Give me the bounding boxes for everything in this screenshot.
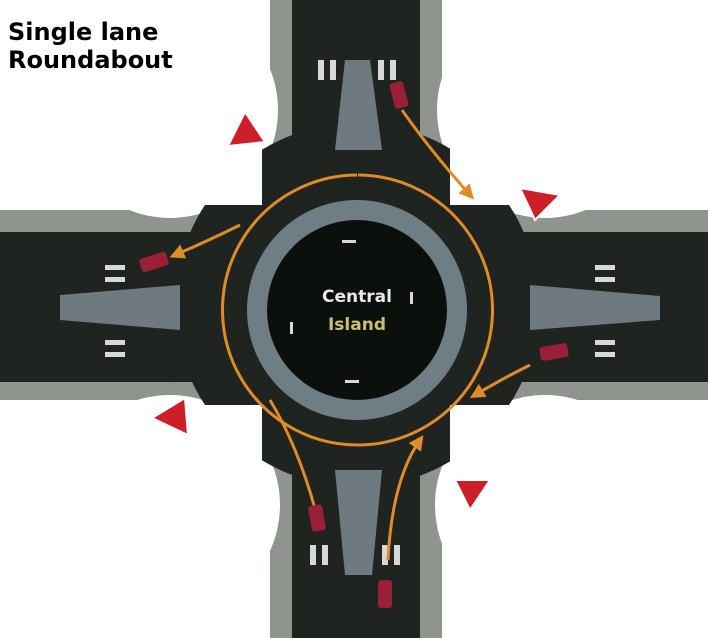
diagram-title: Single lane Roundabout <box>8 18 173 74</box>
central-island-label-line2: Island <box>328 315 386 335</box>
central-island-label-line1: Central <box>322 287 392 307</box>
title-line-2: Roundabout <box>8 46 173 74</box>
car-icon <box>378 580 392 608</box>
central-island <box>267 220 447 400</box>
title-line-1: Single lane <box>8 18 158 46</box>
